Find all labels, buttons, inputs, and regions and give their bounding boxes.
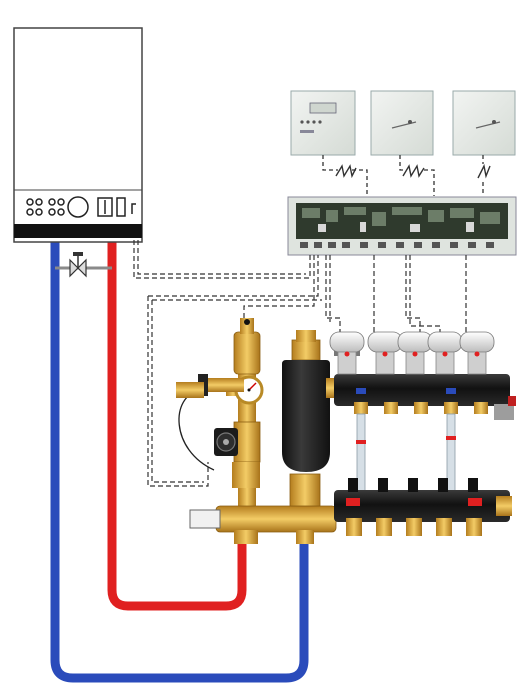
flow-riser (234, 318, 260, 520)
hydraulic-separator (282, 330, 330, 506)
room-thermostat-1 (291, 91, 355, 155)
wiring-center (288, 197, 516, 255)
actuator (460, 332, 494, 374)
actuator (398, 332, 432, 374)
room-thermostat-3 (453, 91, 515, 155)
actuator (368, 332, 402, 374)
circulation-pump (214, 422, 260, 462)
actuator (330, 332, 364, 374)
flow-pipe (112, 240, 242, 606)
room-thermostat-2 (371, 91, 433, 155)
flow-manifold (334, 374, 516, 420)
isolation-valve (55, 252, 112, 276)
boiler (14, 28, 142, 242)
wireless-link-icon (336, 166, 490, 178)
actuators (330, 332, 494, 374)
actuator (428, 332, 462, 374)
